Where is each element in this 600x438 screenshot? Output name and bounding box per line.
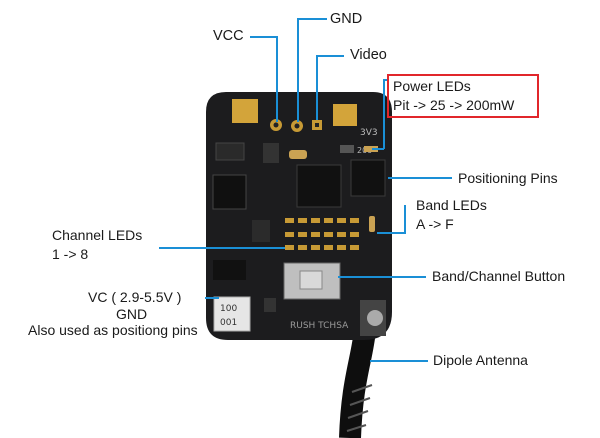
antenna-callout: [370, 360, 428, 362]
main-chip: [296, 164, 342, 208]
gold-pad-right: [333, 104, 357, 126]
video-callout-v: [316, 55, 318, 120]
positioning-pins-label: Positioning Pins: [458, 170, 558, 186]
antenna-cable: [339, 328, 376, 438]
vcc-label: VCC: [213, 28, 244, 44]
band-leds-callout-h: [377, 232, 405, 234]
band-leds-title: Band LEDs: [416, 197, 487, 213]
gnd2-label: GND: [116, 306, 148, 322]
gnd-callout-h: [297, 18, 327, 20]
svg-text:001: 001: [220, 318, 237, 328]
power-leds-callout-h2: [383, 79, 388, 81]
button-callout: [338, 276, 426, 278]
positioning-pins-callout: [388, 177, 452, 179]
power-leds-values: Pit -> 25 -> 200mW: [393, 97, 515, 113]
power-leds-callout-h: [372, 148, 384, 150]
svg-text:3V3: 3V3: [360, 128, 378, 138]
svg-text:100: 100: [220, 304, 237, 314]
power-leds-callout-v: [383, 79, 385, 149]
gnd-callout-v: [297, 18, 299, 122]
channel-leds-range: 1 -> 8: [52, 246, 89, 262]
gnd-label: GND: [330, 11, 363, 27]
band-leds-callout-v: [404, 205, 406, 234]
band-channel-button-label: Band/Channel Button: [432, 268, 566, 284]
channel-leds-title: Channel LEDs: [52, 227, 143, 243]
svg-text:RUSH TCHSA: RUSH TCHSA: [290, 321, 349, 331]
pcb-board: [206, 92, 392, 340]
gold-pad-left: [232, 99, 258, 123]
power-leds-title: Power LEDs: [393, 78, 471, 94]
channel-leds: [285, 218, 359, 250]
band-leds-range: A -> F: [416, 216, 454, 232]
video-label: Video: [350, 47, 387, 63]
power-leds-highlight-box: [387, 74, 539, 118]
vcc-callout-v: [276, 36, 278, 122]
dipole-antenna-label: Dipole Antenna: [433, 352, 528, 368]
band-led: [369, 216, 375, 232]
channel-leds-callout: [159, 247, 285, 249]
vc-callout: [205, 297, 219, 299]
video-callout-h: [316, 55, 344, 57]
vc-range-label: VC ( 2.9-5.5V ): [88, 289, 182, 305]
positioning-note-label: Also used as positiong pins: [28, 322, 198, 338]
vcc-callout-h: [250, 36, 277, 38]
